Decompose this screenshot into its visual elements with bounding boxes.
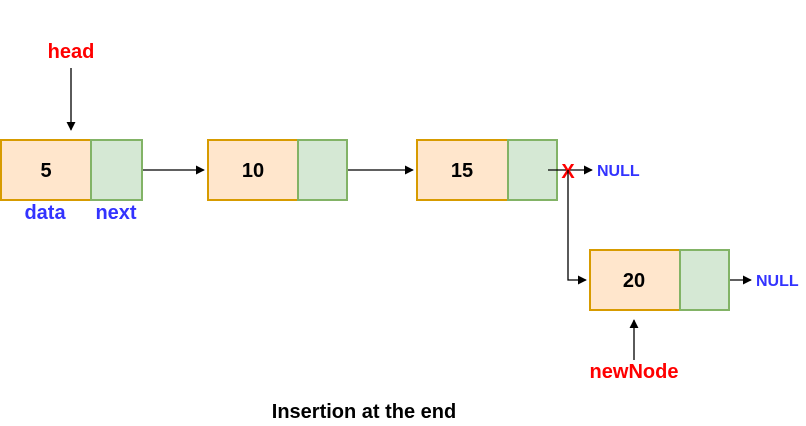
diagram-caption: Insertion at the end bbox=[272, 401, 456, 423]
new-node-label: newNode bbox=[590, 361, 679, 383]
next-field-label: next bbox=[95, 202, 136, 224]
null-label-new: NULL bbox=[756, 273, 799, 290]
new-node: 20 bbox=[589, 249, 730, 311]
node-1-next-cell bbox=[90, 139, 143, 201]
node-2: 10 bbox=[207, 139, 348, 201]
new-link-arrow bbox=[567, 170, 587, 285]
data-field-label: data bbox=[24, 202, 66, 224]
node-2-data-cell bbox=[207, 139, 299, 201]
null-label-old: NULL bbox=[597, 163, 640, 180]
node-3-data-cell bbox=[416, 139, 509, 201]
node-1-value: 5 bbox=[40, 160, 51, 182]
node-3-value: 15 bbox=[451, 160, 473, 182]
node-2-value: 10 bbox=[242, 160, 264, 182]
node-1: 5 bbox=[0, 139, 143, 201]
new-node-next-cell bbox=[679, 249, 730, 311]
node-3: 15 bbox=[416, 139, 558, 201]
new-node-value: 20 bbox=[623, 270, 645, 292]
node-2-next-cell bbox=[297, 139, 348, 201]
head-label: head bbox=[48, 41, 95, 63]
